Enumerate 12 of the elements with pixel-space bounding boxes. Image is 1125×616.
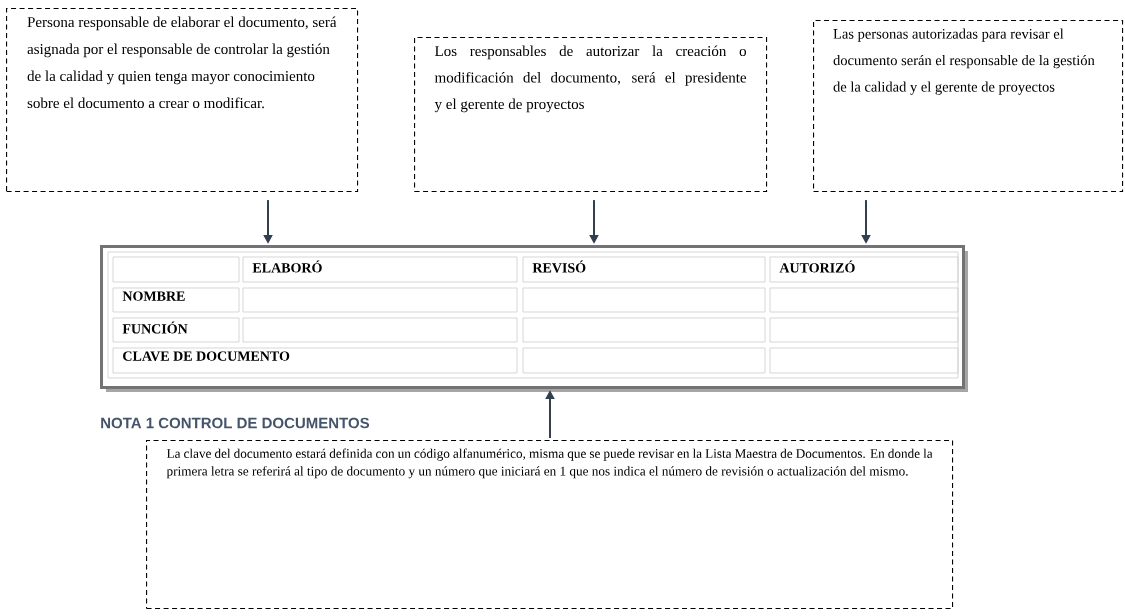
caption: NOTA 1 CONTROL DE DOCUMENTOS	[101, 417, 370, 429]
note-box: Las personas autorizadas para revisar el documento serán el responsable de la gestión de la calidad y el gerente de proyectos	[813, 20, 1124, 193]
table-cell: AUTORIZÓ	[769, 256, 959, 283]
table-cell: NOMBRE	[112, 287, 240, 313]
note-box: La clave del documento estará definida con un código alfanumérico, misma que se puede revisar en la Lista Maestra de Documentos. En donde la primera letra se referirá al tipo de documento y un número que iniciará en 1 que nos indica el número de revisión o actualización del mismo.	[146, 440, 954, 610]
table-cell: FUNCIÓN	[112, 317, 240, 343]
note-box: Persona responsable de elaborar el documento, será asignada por el responsable de controlar la gestión de la calidad y quien tenga mayor conocimiento sobre el documento a crear o modificar.	[6, 8, 359, 193]
table-frame	[100, 245, 968, 392]
table-cell: REVISÓ	[522, 256, 766, 283]
table-cell: CLAVE DE DOCUMENTO	[112, 347, 518, 374]
note-box: Los responsables de autorizar la creación o modificación del documento, será el presidente y el gerente de proyectos	[414, 37, 768, 193]
table-cell: ELABORÓ	[242, 256, 518, 283]
